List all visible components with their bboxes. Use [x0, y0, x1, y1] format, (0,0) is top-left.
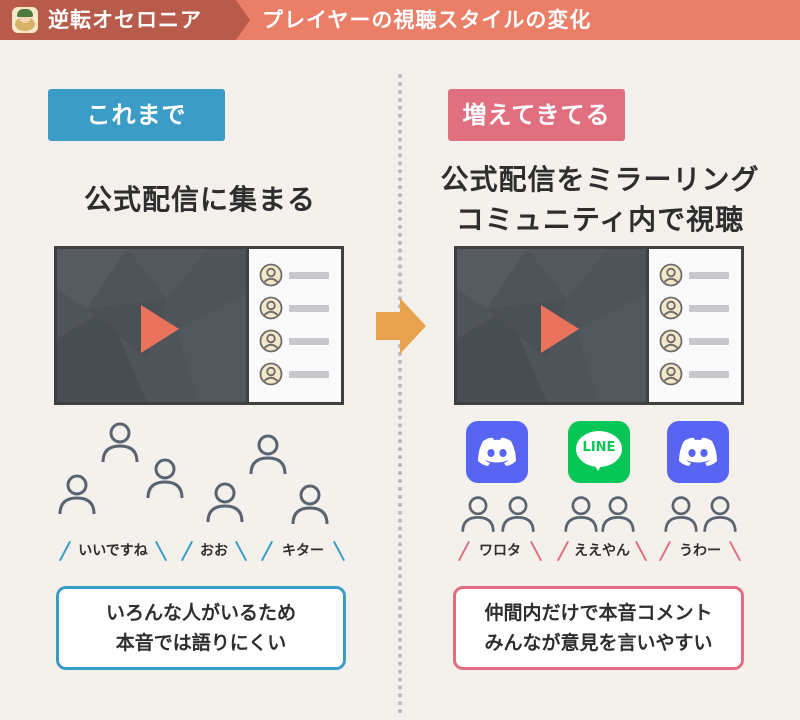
user-avatar-icon — [259, 329, 283, 353]
person-icon — [703, 496, 737, 532]
comment-right-2: ええやん — [556, 536, 648, 566]
comment-left-3: キター — [260, 536, 346, 566]
person-icon — [564, 496, 598, 532]
chat-panel — [646, 249, 741, 402]
play-icon — [141, 305, 179, 353]
discord-logo-glyph — [478, 437, 516, 466]
chat-row — [659, 362, 739, 386]
discord-icon — [667, 421, 729, 483]
comment-right-1: ワロタ — [457, 536, 543, 566]
heading-left: 公式配信に集まる — [83, 183, 316, 216]
page-title: プレイヤーの視聴スタイルの変化 — [262, 8, 592, 32]
user-avatar-icon — [659, 263, 683, 287]
heading-right-line-1: 公式配信をミラーリング — [440, 163, 760, 196]
line-bubble-tail — [592, 461, 604, 471]
app-name: 逆転オセロニア — [48, 8, 202, 32]
heading-right: 公式配信をミラーリング コミュニティ内で視聴 — [420, 160, 780, 240]
user-avatar-icon — [659, 296, 683, 320]
person-icon — [249, 434, 287, 475]
chat-line-placeholder — [289, 338, 329, 345]
person-icon — [206, 482, 244, 523]
summary-right-line-2: みんなが意見を言いやすい — [484, 632, 713, 654]
person-icon — [664, 496, 698, 532]
discord-icon — [466, 421, 528, 483]
chat-line-placeholder — [289, 371, 329, 378]
chat-row — [259, 329, 339, 353]
summary-box-right: 仲間内だけで本音コメント みんなが意見を言いやすい — [453, 586, 744, 670]
header-arrow-shape — [236, 0, 250, 40]
chat-row — [659, 296, 739, 320]
chat-row — [659, 263, 739, 287]
line-icon: LINE — [568, 421, 630, 483]
summary-right-line-1: 仲間内だけで本音コメント — [484, 602, 713, 624]
user-avatar-icon — [259, 362, 283, 386]
badge-before: これまで — [48, 89, 225, 141]
header-bar: 逆転オセロニア プレイヤーの視聴スタイルの変化 — [0, 0, 800, 40]
video-screen — [57, 249, 252, 402]
line-label: LINE — [582, 440, 616, 455]
discord-logo-glyph — [679, 437, 717, 466]
right-arrow-icon — [376, 298, 426, 354]
chat-line-placeholder — [689, 305, 729, 312]
user-avatar-icon — [259, 263, 283, 287]
person-icon — [101, 422, 139, 463]
comment-right-3: うわー — [658, 536, 742, 566]
play-icon — [541, 305, 579, 353]
user-avatar-icon — [659, 329, 683, 353]
summary-left-line-1: いろんな人がいるため — [105, 602, 296, 624]
chat-row — [259, 362, 339, 386]
person-icon — [601, 496, 635, 532]
person-icon — [146, 458, 184, 499]
chat-row — [259, 296, 339, 320]
header-app-section — [0, 0, 236, 40]
heading-right-line-2: コミュニティ内で視聴 — [455, 203, 745, 236]
person-icon — [501, 496, 535, 532]
chat-row — [259, 263, 339, 287]
chat-line-placeholder — [289, 305, 329, 312]
app-logo-icon — [12, 7, 38, 33]
chat-line-placeholder — [689, 371, 729, 378]
video-player-official — [54, 246, 344, 405]
person-icon — [58, 474, 96, 515]
badge-now: 増えてきてる — [448, 89, 625, 141]
video-screen — [457, 249, 652, 402]
video-player-mirrored — [454, 246, 744, 405]
comment-left-1: いいですね — [58, 536, 168, 566]
chat-line-placeholder — [689, 272, 729, 279]
person-icon — [461, 496, 495, 532]
user-avatar-icon — [659, 362, 683, 386]
chat-line-placeholder — [689, 338, 729, 345]
chat-row — [659, 329, 739, 353]
comment-left-2: おお — [180, 536, 248, 566]
chat-panel — [246, 249, 341, 402]
summary-left-line-2: 本音では語りにくい — [115, 632, 287, 654]
person-icon — [291, 484, 329, 525]
chat-line-placeholder — [289, 272, 329, 279]
summary-box-left: いろんな人がいるため 本音では語りにくい — [56, 586, 346, 670]
center-divider — [398, 74, 402, 714]
user-avatar-icon — [259, 296, 283, 320]
